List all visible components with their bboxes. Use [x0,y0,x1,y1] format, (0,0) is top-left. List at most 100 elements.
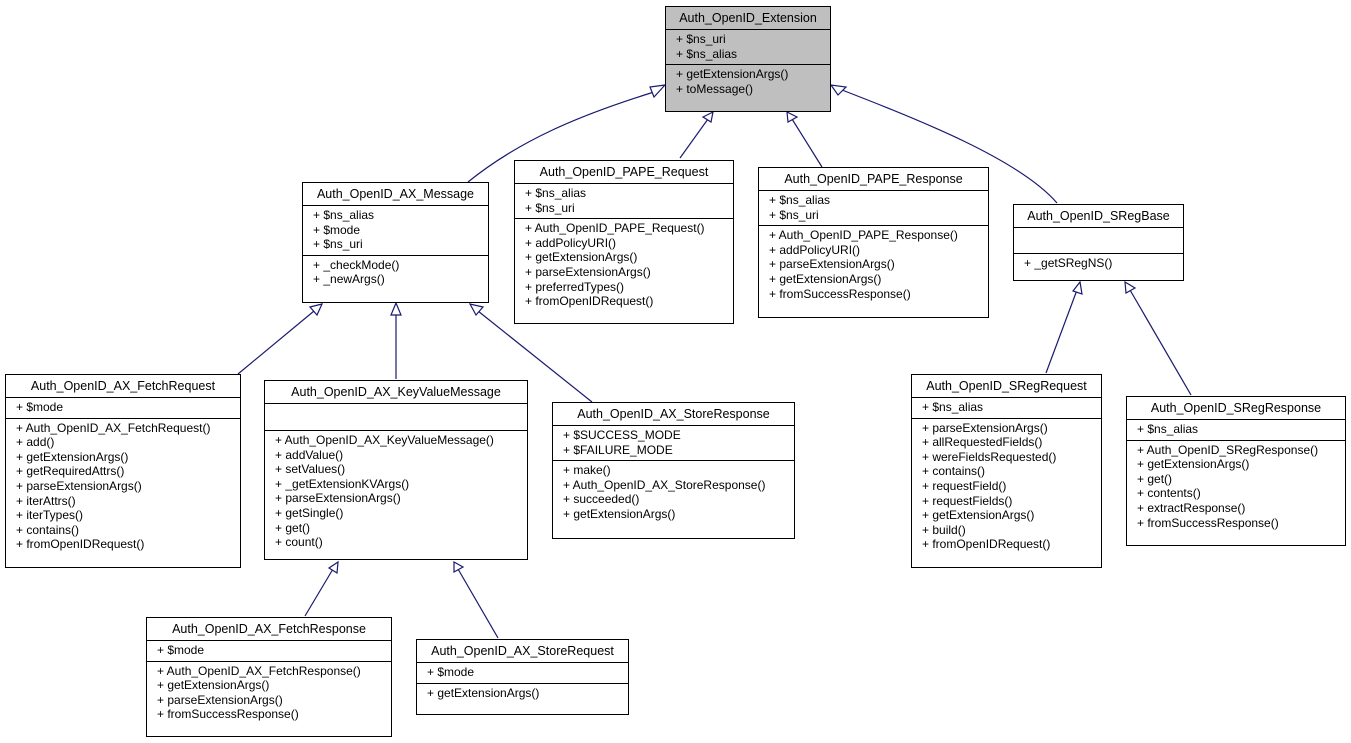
edge-sreg-request-to-sreg-base [1045,289,1078,374]
attributes-section: + $ns_uri + $ns_alias [666,29,830,64]
method: + fromSuccessResponse() [1137,515,1279,530]
class-name: Auth_OpenID_AX_StoreResponse [577,407,770,421]
method: + extractResponse() [1137,500,1246,515]
attribute: + $ns_uri [676,32,726,46]
method: + getExtensionArgs() [563,506,676,521]
arrowhead-ax-kv-message-2 [453,560,465,574]
class-box-ax-store-request[interactable]: Auth_OpenID_AX_StoreRequest + $mode + ge… [416,639,629,715]
class-name: Auth_OpenID_AX_Message [316,187,475,201]
attributes-section: + $mode [417,662,628,683]
method: + contains() [16,522,80,537]
class-name: Auth_OpenID_PAPE_Response [784,172,963,186]
class-name: Auth_OpenID_AX_KeyValueMessage [291,385,501,399]
class-box-ax-fetch-request[interactable]: Auth_OpenID_AX_FetchRequest + $mode + Au… [5,374,241,568]
attributes-section: + $ns_alias + $mode + $ns_uri [303,205,488,255]
method: + add() [16,435,55,450]
methods-section: + make() + Auth_OpenID_AX_StoreResponse(… [553,460,794,524]
edge-ax-store-request-to-ax-kv-message [457,568,499,639]
methods-section: + Auth_OpenID_AX_FetchResponse() + getEx… [147,660,391,725]
attribute: + $FAILURE_MODE [563,442,673,457]
class-name: Auth_OpenID_AX_StoreRequest [431,644,614,658]
attributes-section: + $ns_alias + $ns_uri [515,183,733,218]
method: + build() [922,522,966,537]
method: + contents() [1137,486,1201,501]
method: + addPolicyURI() [769,242,861,257]
method: + requestFields() [922,493,1013,508]
methods-section: + _getSRegNS() [1014,253,1183,274]
method: + count() [275,535,323,550]
class-name: Auth_OpenID_Extension [679,11,817,25]
class-box-sreg-base[interactable]: Auth_OpenID_SRegBase + _getSRegNS() [1013,204,1184,281]
method: + wereFieldsRequested() [922,449,1057,464]
method: + Auth_OpenID_AX_FetchRequest() [16,420,211,435]
methods-section: + parseExtensionArgs() + allRequestedFie… [912,417,1101,555]
attribute: + $ns_uri [769,207,819,222]
method: + Auth_OpenID_AX_StoreResponse() [563,477,766,492]
attribute: + $ns_alias [1137,422,1199,436]
method: + get() [275,520,311,535]
method: + _checkMode() [313,257,400,272]
method: + getSingle() [275,505,344,520]
method: + contains() [922,464,986,479]
attribute: + $mode [157,643,205,657]
method: + succeeded() [563,492,640,507]
arrowhead-extension-3 [786,110,799,123]
attributes-section: + $mode [6,397,240,418]
attribute: + $ns_alias [769,193,831,207]
attribute: + $mode [427,665,475,679]
class-name: Auth_OpenID_SRegBase [1027,209,1170,223]
method: + _getSRegNS() [1024,256,1113,270]
attribute: + $ns_uri [525,200,575,215]
method: + parseExtensionArgs() [275,491,401,506]
arrowhead-sreg-base-1 [1072,280,1083,295]
attributes-section: + $mode [147,640,391,661]
method: + fromOpenIDRequest() [922,537,1051,552]
edge-sreg-base-to-extension [841,89,1058,204]
arrowhead-extension-4 [829,84,848,96]
method: + parseExtensionArgs() [525,264,651,279]
class-box-ax-message[interactable]: Auth_OpenID_AX_Message + $ns_alias + $mo… [302,182,489,303]
methods-section: + Auth_OpenID_PAPE_Request() + addPolicy… [515,218,733,312]
method: + fromSuccessResponse() [769,286,911,301]
method: + fromOpenIDRequest() [16,537,145,552]
arrowhead-ax-kv-message-1 [327,560,339,575]
methods-section: + Auth_OpenID_PAPE_Response() + addPolic… [759,225,988,304]
arrowhead-sreg-base-2 [1124,280,1137,294]
method: + getExtensionArgs() [769,271,882,286]
method: + fromOpenIDRequest() [525,294,654,309]
methods-section: + Auth_OpenID_AX_FetchRequest() + add() … [6,417,240,555]
arrowhead-ax-message-1 [308,303,324,317]
method: + parseExtensionArgs() [157,692,283,707]
class-name: Auth_OpenID_PAPE_Request [539,165,709,179]
attribute: + $SUCCESS_MODE [563,428,681,442]
class-name: Auth_OpenID_SRegRequest [926,379,1087,393]
method: + Auth_OpenID_PAPE_Response() [769,228,958,243]
method: + _newArgs() [313,272,385,287]
method: + getExtensionArgs() [676,67,789,82]
class-box-extension[interactable]: Auth_OpenID_Extension + $ns_uri + $ns_al… [665,6,831,112]
method: + parseExtensionArgs() [769,257,895,272]
class-box-sreg-request[interactable]: Auth_OpenID_SRegRequest + $ns_alias + pa… [911,374,1102,568]
class-box-ax-key-value-message[interactable]: Auth_OpenID_AX_KeyValueMessage + Auth_Op… [264,380,528,560]
attributes-section: + $SUCCESS_MODE + $FAILURE_MODE [553,425,794,460]
edge-ax-message-to-extension [467,91,655,183]
method: + parseExtensionArgs() [922,420,1048,435]
class-name: Auth_OpenID_AX_FetchResponse [172,622,366,636]
method: + allRequestedFields() [922,435,1043,450]
class-box-pape-response[interactable]: Auth_OpenID_PAPE_Response + $ns_alias + … [758,167,989,318]
arrowhead-extension-1 [649,84,667,99]
method: + parseExtensionArgs() [16,478,142,493]
method: + Auth_OpenID_PAPE_Request() [525,221,705,236]
methods-section: + Auth_OpenID_AX_KeyValueMessage() + add… [265,430,527,553]
method: + toMessage() [676,81,754,96]
class-box-pape-request[interactable]: Auth_OpenID_PAPE_Request + $ns_alias + $… [514,160,734,324]
class-box-ax-store-response[interactable]: Auth_OpenID_AX_StoreResponse + $SUCCESS_… [552,402,795,539]
method: + Auth_OpenID_AX_FetchResponse() [157,663,361,678]
edge-ax-store-response-to-ax-message [477,310,593,403]
class-name: Auth_OpenID_SRegResponse [1150,401,1322,415]
class-box-sreg-response[interactable]: Auth_OpenID_SRegResponse + $ns_alias + A… [1126,396,1346,546]
attributes-section: + $ns_alias [1127,419,1345,440]
methods-section: + Auth_OpenID_SRegResponse() + getExtens… [1127,439,1345,534]
edge-sreg-response-to-sreg-base [1129,289,1192,396]
class-box-ax-fetch-response[interactable]: Auth_OpenID_AX_FetchResponse + $mode + A… [146,617,392,737]
